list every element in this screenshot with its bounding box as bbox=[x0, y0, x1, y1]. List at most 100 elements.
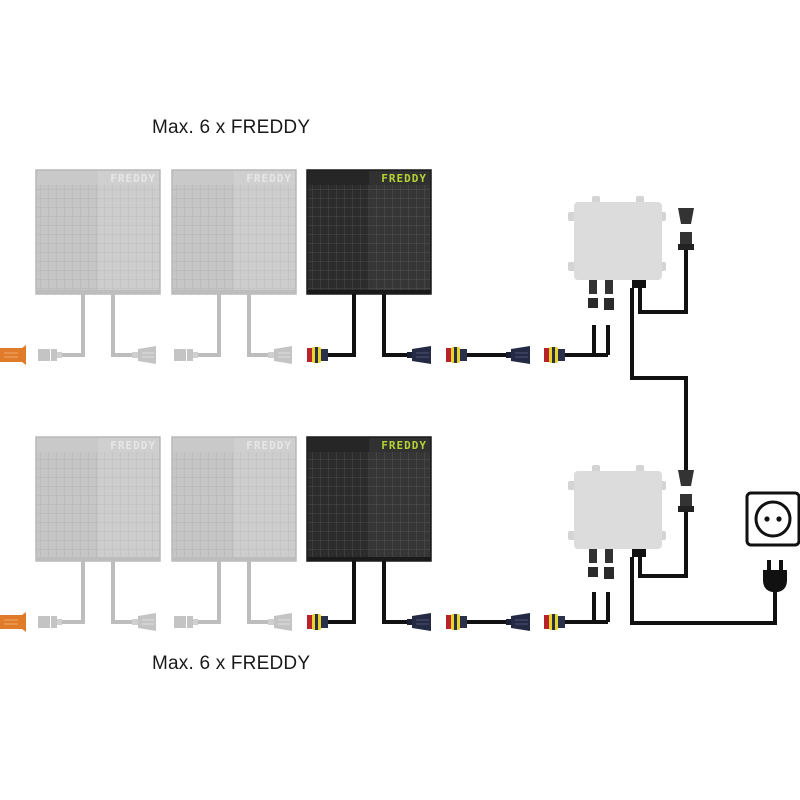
connector-body bbox=[511, 613, 530, 631]
connector-navy-band bbox=[558, 349, 565, 361]
panel-brand-label: FREDDY bbox=[381, 439, 427, 452]
connector-stripe bbox=[315, 614, 318, 630]
end-cap bbox=[0, 612, 26, 632]
connector-body bbox=[511, 346, 530, 364]
panel-bottom-edge bbox=[307, 290, 431, 294]
plug-pin bbox=[767, 560, 771, 570]
plug-pin bbox=[779, 560, 783, 570]
connector-ring bbox=[187, 616, 193, 628]
inverter-body bbox=[574, 471, 662, 549]
inverter-connector bbox=[544, 347, 565, 363]
panel-sheen bbox=[234, 438, 295, 560]
connector-navy-band bbox=[321, 349, 328, 361]
panel-bottom-edge bbox=[172, 290, 296, 294]
panel-sheen bbox=[369, 438, 430, 560]
panel-cable bbox=[327, 294, 356, 357]
panel-cable bbox=[192, 294, 221, 357]
panel-sheen bbox=[234, 171, 295, 293]
extension-connector-male bbox=[446, 347, 467, 363]
connector-stripe bbox=[552, 347, 555, 363]
solar-panel-bottom-2: FREDDY bbox=[171, 436, 297, 562]
ac-output-port bbox=[632, 280, 646, 288]
panel-cable bbox=[247, 561, 276, 624]
inverter-body bbox=[574, 202, 662, 280]
dc-plug bbox=[588, 298, 598, 308]
connector-body bbox=[412, 346, 431, 364]
panel-sheen bbox=[369, 171, 430, 293]
end-cap-body bbox=[0, 612, 26, 632]
panel-header-strip bbox=[173, 171, 295, 185]
mc4-connector-male bbox=[174, 349, 198, 361]
panel-cells bbox=[307, 170, 431, 294]
solar-panel-top-3: FREDDY bbox=[306, 169, 432, 295]
panel-cells bbox=[172, 170, 296, 294]
ac-cable-bottom-to-connector bbox=[638, 512, 688, 578]
panel-cable bbox=[111, 561, 140, 624]
connector-stripe bbox=[552, 614, 555, 630]
panel-bottom-edge bbox=[36, 290, 160, 294]
connector-tail bbox=[193, 619, 198, 625]
panel-bottom-edge bbox=[172, 557, 296, 561]
connector-stripe bbox=[454, 347, 457, 363]
solar-panel-top-1: FREDDY bbox=[35, 169, 161, 295]
panel-bottom-edge bbox=[36, 557, 160, 561]
panel-cable bbox=[56, 561, 85, 624]
panel-brand-label: FREDDY bbox=[110, 439, 156, 452]
extension-connector-female bbox=[506, 346, 530, 364]
panel-cable bbox=[382, 561, 411, 624]
end-cap bbox=[0, 345, 26, 365]
solar-panel-top-2: FREDDY bbox=[171, 169, 297, 295]
connector-tail bbox=[193, 352, 198, 358]
connector-stripe bbox=[454, 614, 457, 630]
solar-panel-bottom-1: FREDDY bbox=[35, 436, 161, 562]
socket-hole bbox=[764, 516, 770, 522]
connector-body bbox=[138, 613, 156, 631]
panel-cable bbox=[111, 294, 140, 357]
caption-bottom: Max. 6 x FREDDY bbox=[152, 653, 311, 674]
connector-tail bbox=[506, 352, 511, 358]
mc4-connector-female bbox=[268, 613, 292, 631]
panel-brand-label: FREDDY bbox=[110, 172, 156, 185]
ac-connector-female bbox=[678, 208, 694, 224]
ac-output-port bbox=[632, 549, 646, 557]
panel-header-strip bbox=[308, 438, 430, 452]
mc4-connector-male bbox=[38, 616, 62, 628]
connector-red-band bbox=[307, 615, 313, 629]
connector-body bbox=[412, 613, 431, 631]
grid-cable bbox=[630, 557, 777, 625]
socket-face bbox=[754, 500, 792, 538]
mc4-connector-male bbox=[307, 614, 328, 630]
panel-cable bbox=[247, 294, 276, 357]
mc4-connector-female bbox=[268, 346, 292, 364]
extension-connector-female bbox=[506, 613, 530, 631]
ac-connector-top bbox=[678, 208, 694, 250]
panel-cable bbox=[56, 294, 85, 357]
panel-cable bbox=[382, 294, 411, 357]
connector-body bbox=[174, 349, 186, 361]
connector-tail bbox=[506, 619, 511, 625]
connector-body bbox=[138, 346, 156, 364]
panel-sheen bbox=[98, 171, 159, 293]
solar-panel-bottom-3: FREDDY bbox=[306, 436, 432, 562]
connector-ring bbox=[51, 616, 57, 628]
caption-top: Max. 6 x FREDDY bbox=[152, 117, 311, 138]
connector-red-band bbox=[544, 615, 550, 629]
end-cap-body bbox=[0, 345, 26, 365]
connector-ring bbox=[187, 349, 193, 361]
connector-tail bbox=[132, 619, 138, 625]
panel-header-strip bbox=[37, 438, 159, 452]
panel-brand-label: FREDDY bbox=[246, 439, 292, 452]
micro-inverter-bottom bbox=[568, 465, 666, 579]
panel-cells bbox=[36, 170, 160, 294]
panel-cells bbox=[36, 437, 160, 561]
mc4-connector-male bbox=[307, 347, 328, 363]
schuko-plug-icon bbox=[763, 560, 787, 592]
connector-body bbox=[38, 349, 50, 361]
connector-tail bbox=[407, 619, 412, 625]
mc4-connector-female bbox=[132, 613, 156, 631]
panel-brand-label: FREDDY bbox=[381, 172, 427, 185]
connector-tail bbox=[268, 352, 274, 358]
panel-header-strip bbox=[37, 171, 159, 185]
mc4-connector-female bbox=[407, 613, 431, 631]
